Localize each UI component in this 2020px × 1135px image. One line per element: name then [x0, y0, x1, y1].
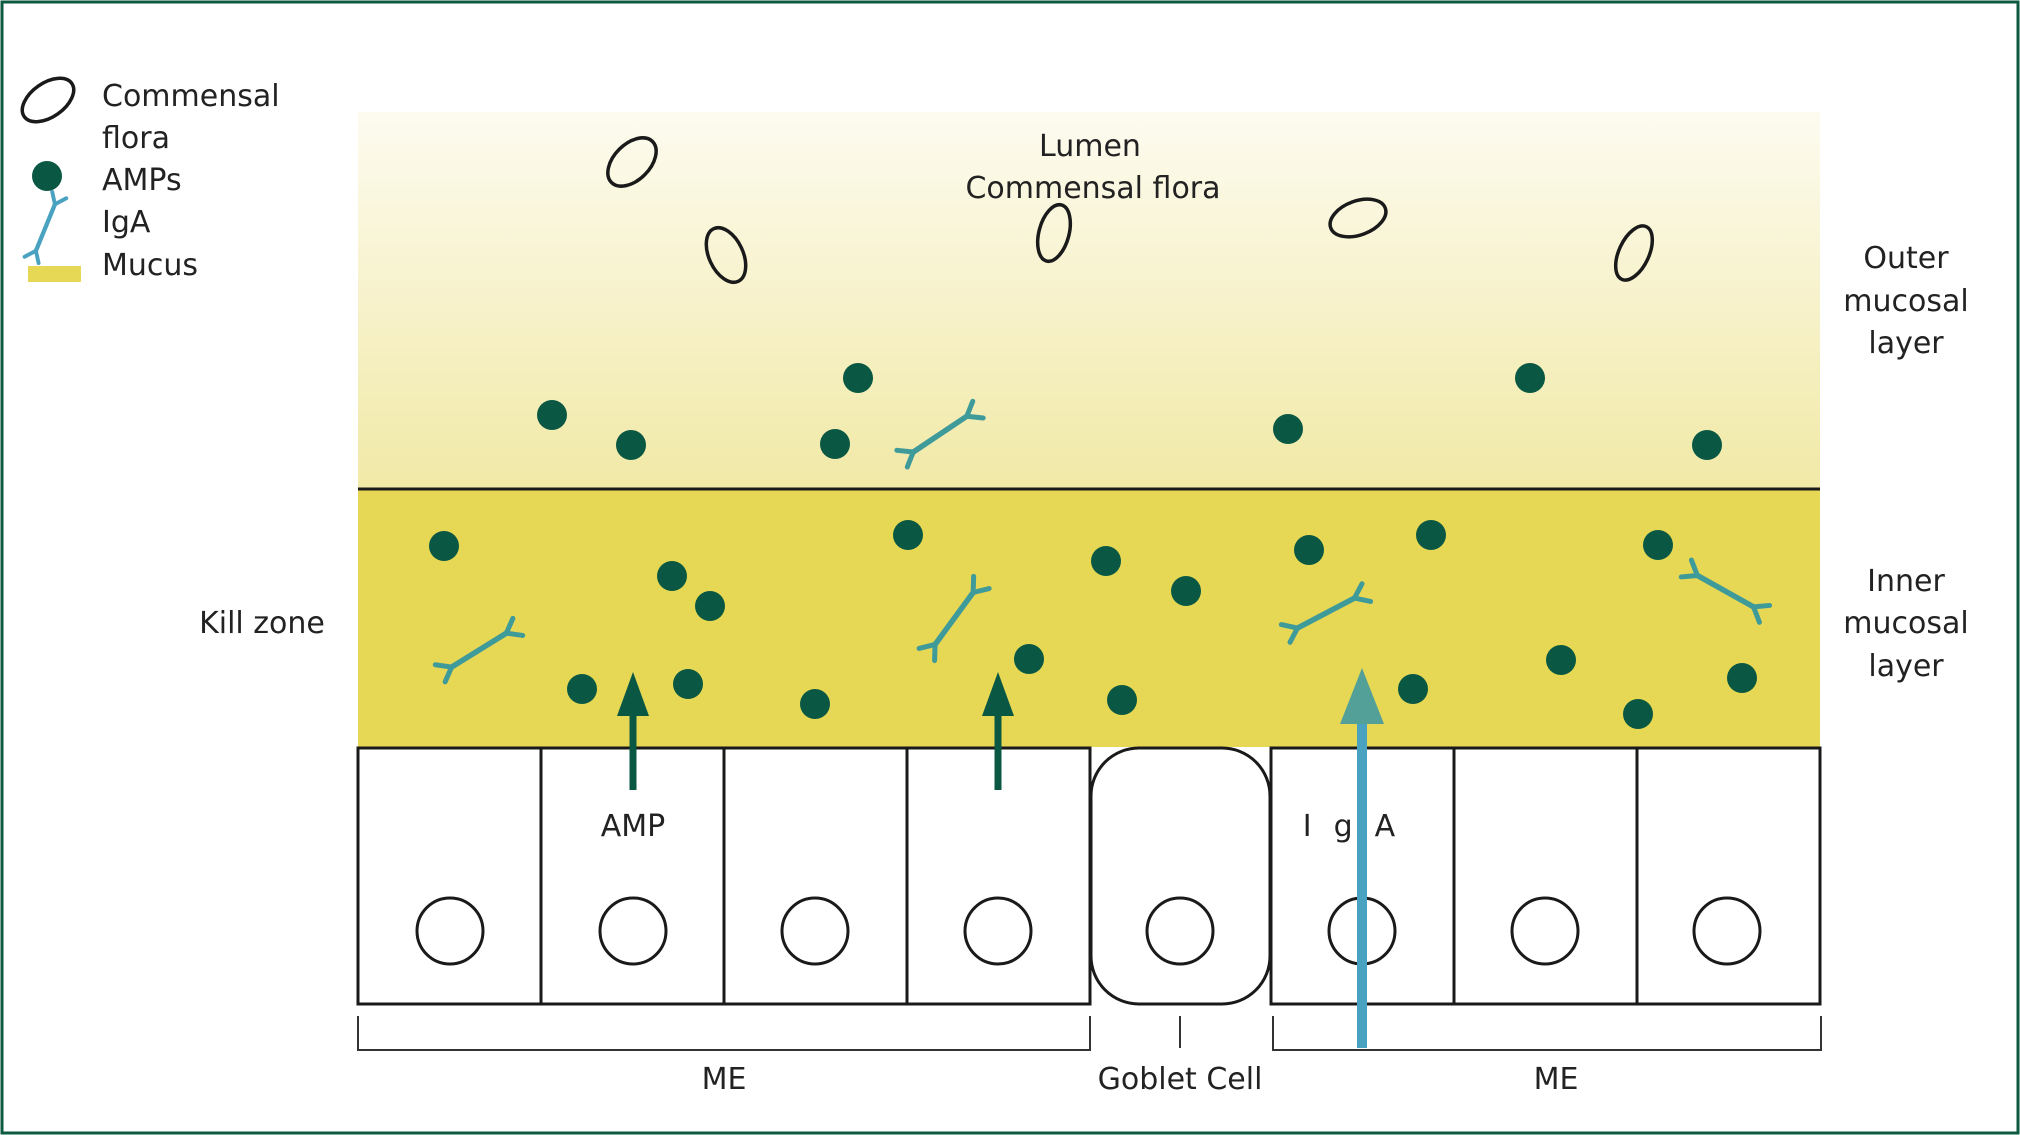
- iga-icon: [5, 188, 86, 267]
- me-cell-1: [356, 746, 543, 1006]
- amp-dot: [1515, 363, 1545, 393]
- amp-dot: [1398, 674, 1428, 704]
- amp-dot: [800, 689, 830, 719]
- amp-dot: [695, 591, 725, 621]
- amp-dot: [1107, 685, 1137, 715]
- amp-dot: [1692, 430, 1722, 460]
- bacterium: [1328, 197, 1388, 239]
- amp-dot: [537, 400, 567, 430]
- amp-dot: [843, 363, 873, 393]
- lumen-label: Lumen: [1039, 129, 1141, 164]
- me-left-bracket: [357, 1016, 1091, 1051]
- amp-dot: [1643, 530, 1673, 560]
- amp-arrow-head: [617, 672, 649, 716]
- amp-dot: [1091, 546, 1121, 576]
- me-left-label: ME: [702, 1062, 747, 1097]
- legend: Commensal flora AMPs IgA Mucus: [5, 76, 280, 283]
- amp-dot: [820, 429, 850, 459]
- outer-layer-label-1: Outer: [1863, 241, 1949, 276]
- legend-mucus: Mucus: [102, 248, 198, 283]
- inner-layer-label-1: Inner: [1867, 564, 1945, 599]
- iga-transport-arrow: [1340, 668, 1384, 1048]
- legend-commensal-line2: flora: [102, 121, 170, 156]
- legend-amps: AMPs: [102, 163, 182, 198]
- amp-dot: [1171, 576, 1201, 606]
- amp-dot: [673, 669, 703, 699]
- bacterium: [1613, 224, 1655, 282]
- lumen-commensal-label: Commensal flora: [965, 171, 1220, 206]
- goblet-cell-body: [1089, 746, 1272, 1006]
- bacterium: [704, 226, 748, 284]
- commensal-flora-icon: [20, 76, 76, 124]
- inner-layer-label-3: layer: [1868, 649, 1944, 684]
- outer-layer-label-2: mucosal: [1843, 284, 1968, 319]
- amp-dot: [1546, 645, 1576, 675]
- me-right-bracket: [1272, 1016, 1822, 1051]
- iga-arrow-head: [1340, 668, 1384, 724]
- amp-dot: [1416, 520, 1446, 550]
- amp-dot: [429, 531, 459, 561]
- brackets: [357, 1016, 1822, 1051]
- amp-dot: [657, 561, 687, 591]
- goblet-cell-label: Goblet Cell: [1098, 1062, 1263, 1097]
- amp-dot: [1273, 414, 1303, 444]
- inner-layer-label-2: mucosal: [1843, 606, 1968, 641]
- me-cell-7: [1635, 746, 1822, 1006]
- amp-dot: [1014, 644, 1044, 674]
- amp-dot: [893, 520, 923, 550]
- inner-mucosal-layer: [358, 489, 1820, 747]
- nucleus: [1692, 896, 1762, 966]
- amp-secretion-arrows: [617, 672, 1014, 790]
- me-cell-6: [1452, 746, 1639, 1006]
- nucleus: [963, 896, 1033, 966]
- nucleus: [415, 896, 485, 966]
- amps: [429, 363, 1757, 729]
- legend-commensal-line1: Commensal: [102, 79, 280, 114]
- epithelium: [356, 746, 1822, 1006]
- bacterium: [1035, 202, 1073, 264]
- outer-mucosal-layer: [358, 112, 1820, 489]
- nucleus: [1510, 896, 1580, 966]
- amp-dot: [567, 674, 597, 704]
- amp-dot: [1294, 535, 1324, 565]
- nucleus: [780, 896, 850, 966]
- nucleus: [1145, 896, 1215, 966]
- outer-layer-label-3: layer: [1868, 326, 1944, 361]
- amp-label: AMP: [601, 809, 666, 844]
- amp-arrow-head: [982, 672, 1014, 716]
- amp-dot: [616, 430, 646, 460]
- kill-zone-label: Kill zone: [199, 606, 325, 641]
- mucus-swatch-icon: [28, 266, 81, 282]
- iga-label: IgA: [1303, 809, 1417, 844]
- amp-icon: [32, 161, 62, 191]
- me-cell-3: [722, 746, 909, 1006]
- amp-dot: [1727, 663, 1757, 693]
- commensal-flora: [606, 136, 1655, 284]
- bacterium: [606, 136, 658, 188]
- nucleus: [598, 896, 668, 966]
- legend-iga: IgA: [102, 205, 151, 240]
- me-right-label: ME: [1534, 1062, 1579, 1097]
- amp-dot: [1623, 699, 1653, 729]
